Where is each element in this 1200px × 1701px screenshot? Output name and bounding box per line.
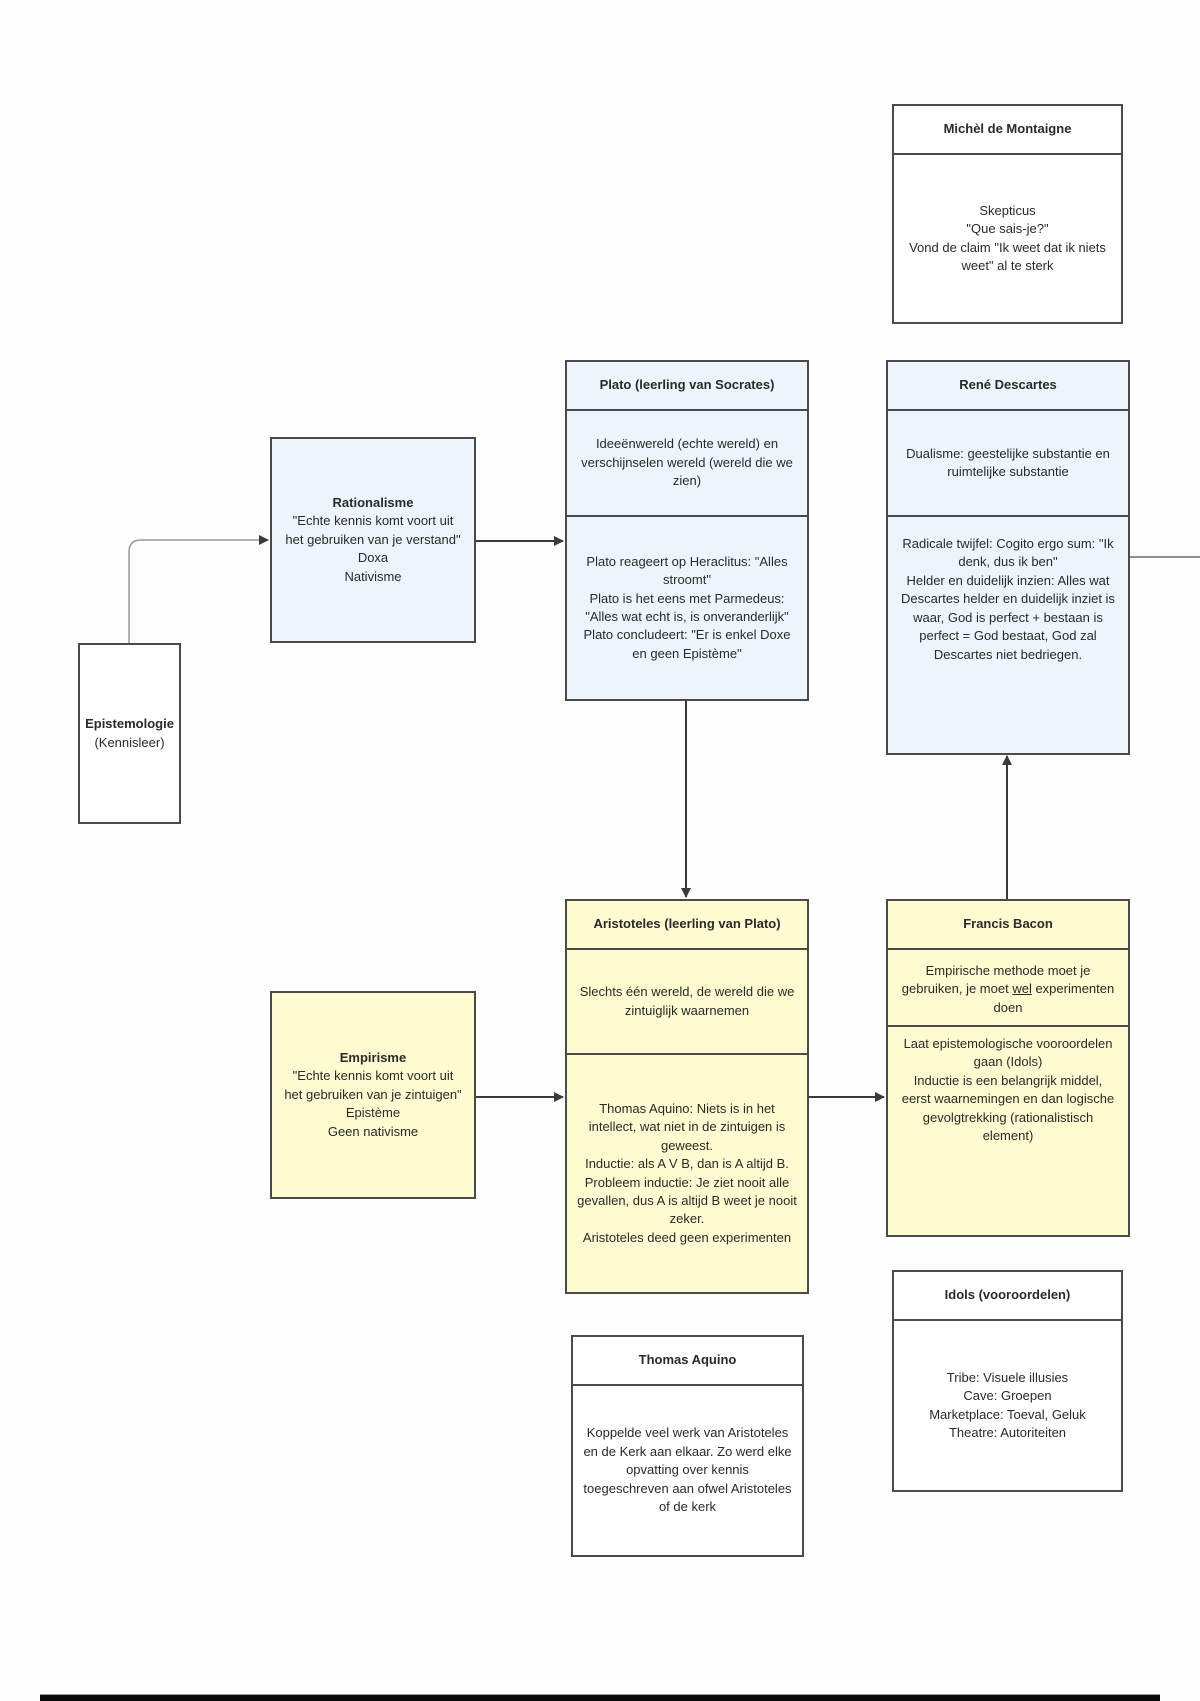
node-rationalisme-title: Rationalisme (332, 494, 414, 510)
edge-epistemologie-rationalisme (128, 535, 269, 643)
node-aristoteles-header: Aristoteles (leerling van Plato) (593, 916, 781, 932)
node-aristoteles-section1: Slechts één wereld, de wereld die we zin… (567, 948, 807, 1053)
node-bacon-note: Laat epistemologische vooroordelen gaan … (903, 1036, 1113, 1070)
node-idols-line: Marketplace: Toeval, Geluk (929, 1406, 1086, 1422)
node-rationalisme-line: "Echte kennis komt voort uit het gebruik… (285, 513, 461, 547)
node-empirisme-line: "Echte kennis komt voort uit het gebruik… (284, 1068, 462, 1102)
node-bacon[interactable]: Francis Bacon Empirische methode moet je… (886, 899, 1130, 1237)
node-rationalisme-line: Nativisme (344, 568, 402, 584)
node-plato-note: Plato is het eens met Parmedeus: "Alles … (585, 590, 789, 624)
node-idols-line: Tribe: Visuele illusies (946, 1369, 1069, 1385)
node-idols[interactable]: Idols (vooroordelen) Tribe: Visuele illu… (892, 1270, 1123, 1492)
node-descartes-note: Helder en duidelijk inzien: Alles wat De… (901, 572, 1115, 662)
node-empirisme-line: Epistème (345, 1105, 401, 1121)
node-idols-body: Tribe: Visuele illusies Cave: Groepen Ma… (894, 1319, 1121, 1490)
node-bacon-emphasis: wel (1012, 981, 1032, 997)
node-plato-note: Plato reageert op Heraclitus: "Alles str… (586, 553, 788, 588)
node-plato-section2: Plato reageert op Heraclitus: "Alles str… (567, 515, 807, 699)
node-empirisme-title: Empirisme (339, 1049, 407, 1065)
node-plato[interactable]: Plato (leerling van Socrates) Ideeënwere… (565, 360, 809, 701)
node-bacon-section1-text: experimenten doen (993, 981, 1115, 1015)
node-epistemologie[interactable]: Epistemologie (Kennisleer) (78, 643, 181, 824)
node-aristoteles-note: Aristoteles deed geen experimenten (582, 1229, 792, 1245)
node-aristoteles-note: Inductie: als A V B, dan is A altijd B. (585, 1156, 789, 1172)
node-montaigne-header: Michèl de Montaigne (943, 121, 1072, 137)
node-bacon-section1-text: Empirische methode moet je gebruiken, je… (901, 963, 1091, 997)
node-bacon-section1: Empirische methode moet je gebruiken, je… (888, 948, 1128, 1025)
node-bacon-header: Francis Bacon (963, 916, 1053, 932)
node-idols-line: Cave: Groepen (963, 1388, 1052, 1404)
node-idols-line: Theatre: Autoriteiten (948, 1424, 1067, 1440)
node-descartes-header: René Descartes (959, 377, 1057, 393)
node-descartes-note: Radicale twijfel: Cogito ergo sum: "Ik d… (902, 536, 1114, 570)
node-aristoteles-note: Thomas Aquino: Niets is in het intellect… (588, 1100, 786, 1153)
node-aquino-body: Koppelde veel werk van Aristoteles en de… (573, 1384, 802, 1555)
node-montaigne[interactable]: Michèl de Montaigne Skepticus "Que sais-… (892, 104, 1123, 324)
node-plato-header: Plato (leerling van Socrates) (599, 377, 775, 393)
node-aristoteles[interactable]: Aristoteles (leerling van Plato) Slechts… (565, 899, 809, 1294)
node-aquino-header: Thomas Aquino (638, 1352, 737, 1368)
node-descartes-section2: Radicale twijfel: Cogito ergo sum: "Ik d… (888, 515, 1128, 753)
page-bottom-rule (40, 1694, 1160, 1701)
node-rationalisme[interactable]: Rationalisme "Echte kennis komt voort ui… (270, 437, 476, 643)
node-montaigne-line: "Que sais-je?" (966, 221, 1049, 237)
node-rationalisme-line: Doxa (357, 550, 389, 566)
node-descartes-section1: Dualisme: geestelijke substantie en ruim… (888, 409, 1128, 515)
node-epistemologie-title: Epistemologie (85, 716, 174, 732)
node-aquino[interactable]: Thomas Aquino Koppelde veel werk van Ari… (571, 1335, 804, 1557)
node-aristoteles-note: Probleem inductie: Je ziet nooit alle ge… (577, 1174, 797, 1227)
node-bacon-section2: Laat epistemologische vooroordelen gaan … (888, 1025, 1128, 1235)
node-epistemologie-subtitle: (Kennisleer) (94, 734, 165, 750)
node-montaigne-line: Skepticus (979, 202, 1036, 218)
node-empirisme-line: Geen nativisme (327, 1123, 419, 1139)
node-montaigne-body: Skepticus "Que sais-je?" Vond de claim "… (894, 153, 1121, 322)
node-montaigne-line: Vond de claim "Ik weet dat ik niets weet… (909, 239, 1106, 273)
node-aristoteles-section2: Thomas Aquino: Niets is in het intellect… (567, 1053, 807, 1292)
node-idols-header: Idols (vooroordelen) (944, 1287, 1071, 1303)
node-bacon-note: Inductie is een belangrijk middel, eerst… (901, 1072, 1115, 1144)
node-descartes[interactable]: René Descartes Dualisme: geestelijke sub… (886, 360, 1130, 755)
node-plato-section1: Ideeënwereld (echte wereld) en verschijn… (567, 409, 807, 515)
node-plato-note: Plato concludeert: "Er is enkel Doxe en … (583, 627, 791, 661)
node-empirisme[interactable]: Empirisme "Echte kennis komt voort uit h… (270, 991, 476, 1199)
